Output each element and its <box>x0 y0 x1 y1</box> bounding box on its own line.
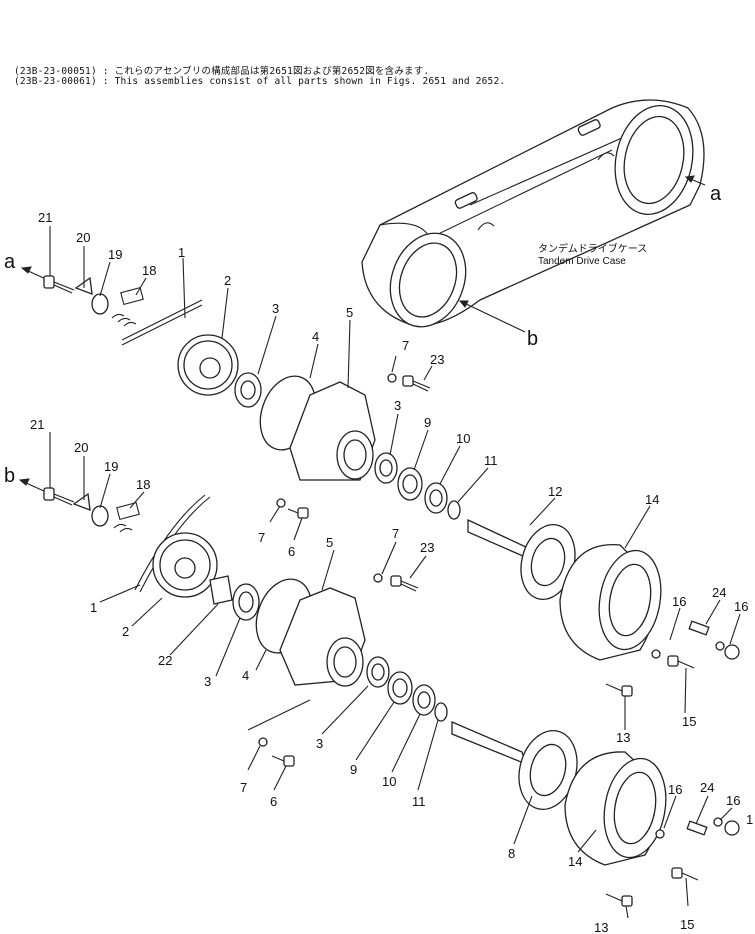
callout-21-upper: 21 <box>38 210 52 225</box>
callout-7-upper-b: 7 <box>258 530 265 545</box>
callout-7-lower-b: 7 <box>240 780 247 795</box>
callout-10-lower: 10 <box>382 774 396 789</box>
callout-3-lower: 3 <box>204 674 211 689</box>
callout-13-lower: 13 <box>594 920 608 934</box>
callout-24-lower: 24 <box>700 780 714 795</box>
callout-18-lower: 18 <box>136 477 150 492</box>
tandem-drive-case <box>361 99 705 328</box>
svg-text:a: a <box>710 183 722 205</box>
callout-8: 8 <box>508 846 515 861</box>
callout-12: 12 <box>548 484 562 499</box>
callout-20-lower: 20 <box>74 440 88 455</box>
callout-1-lower: 1 <box>90 600 97 615</box>
callout-24-upper: 24 <box>712 585 726 600</box>
svg-text:b: b <box>527 328 538 350</box>
header-line-en: (23B-23-00061) : This assemblies consist… <box>14 76 506 87</box>
callout-18-upper: 18 <box>142 263 156 278</box>
callout-9-upper: 9 <box>424 415 431 430</box>
callout-3-upper-b: 3 <box>394 398 401 413</box>
callout-16-upper-a: 16 <box>672 594 686 609</box>
callout-7-lower: 7 <box>392 526 399 541</box>
case-label: タンデムドライブケース Tandem Drive Case <box>538 242 647 267</box>
callout-19-upper: 19 <box>108 247 122 262</box>
callout-16-lower-b: 16 <box>726 793 740 808</box>
callout-1-upper: 1 <box>178 245 185 260</box>
callout-21-lower: 21 <box>30 417 44 432</box>
callout-11-upper: 11 <box>484 453 498 468</box>
marker-a-right: a <box>684 175 722 205</box>
callout-13-upper: 13 <box>616 730 630 745</box>
callout-16-lower-a: 16 <box>668 782 682 797</box>
callout-14-lower: 14 <box>568 854 582 869</box>
callout-19-lower: 19 <box>104 459 118 474</box>
header-line-jp: (23B-23-00051) : これらのアセンブリの構成部品は第2651図およ… <box>14 66 430 77</box>
callout-7-upper: 7 <box>402 338 409 353</box>
callout-3-lower-b: 3 <box>316 736 323 751</box>
callout-23-lower: 23 <box>420 540 434 555</box>
callout-2-lower: 2 <box>122 624 129 639</box>
svg-text:Tandem Drive Case: Tandem Drive Case <box>538 256 626 267</box>
callout-15-lower: 15 <box>680 917 694 932</box>
callout-4-lower: 4 <box>242 668 249 683</box>
callout-2-upper: 2 <box>224 273 231 288</box>
lower-assembly: b <box>4 465 740 907</box>
callout-15-upper: 15 <box>682 714 696 729</box>
callout-22: 22 <box>158 653 172 668</box>
callout-10-upper: 10 <box>456 431 470 446</box>
svg-text:b: b <box>4 465 15 487</box>
svg-text:タンデムドライブケース: タンデムドライブケース <box>538 242 647 255</box>
callout-23-upper: 23 <box>430 352 444 367</box>
callout-numbers: 21 20 19 18 1 2 3 4 5 7 23 3 9 10 11 12 … <box>30 210 753 934</box>
callout-1-lower-edge: 1 <box>746 812 753 827</box>
callout-5-lower: 5 <box>326 535 333 550</box>
callout-6-lower: 6 <box>270 794 277 809</box>
callout-4-upper: 4 <box>312 329 319 344</box>
leader-lines <box>49 226 741 919</box>
callout-14-upper: 14 <box>645 492 659 507</box>
callout-5-upper: 5 <box>346 305 353 320</box>
callout-20-upper: 20 <box>76 230 90 245</box>
callout-9-lower: 9 <box>350 762 357 777</box>
upper-assembly: a <box>4 251 740 697</box>
callout-3-upper: 3 <box>272 301 279 316</box>
marker-b-case: b <box>458 300 538 350</box>
svg-text:a: a <box>4 251 16 273</box>
callout-16-upper-b: 16 <box>734 599 748 614</box>
callout-6-upper: 6 <box>288 544 295 559</box>
callout-11-lower: 11 <box>412 794 426 809</box>
